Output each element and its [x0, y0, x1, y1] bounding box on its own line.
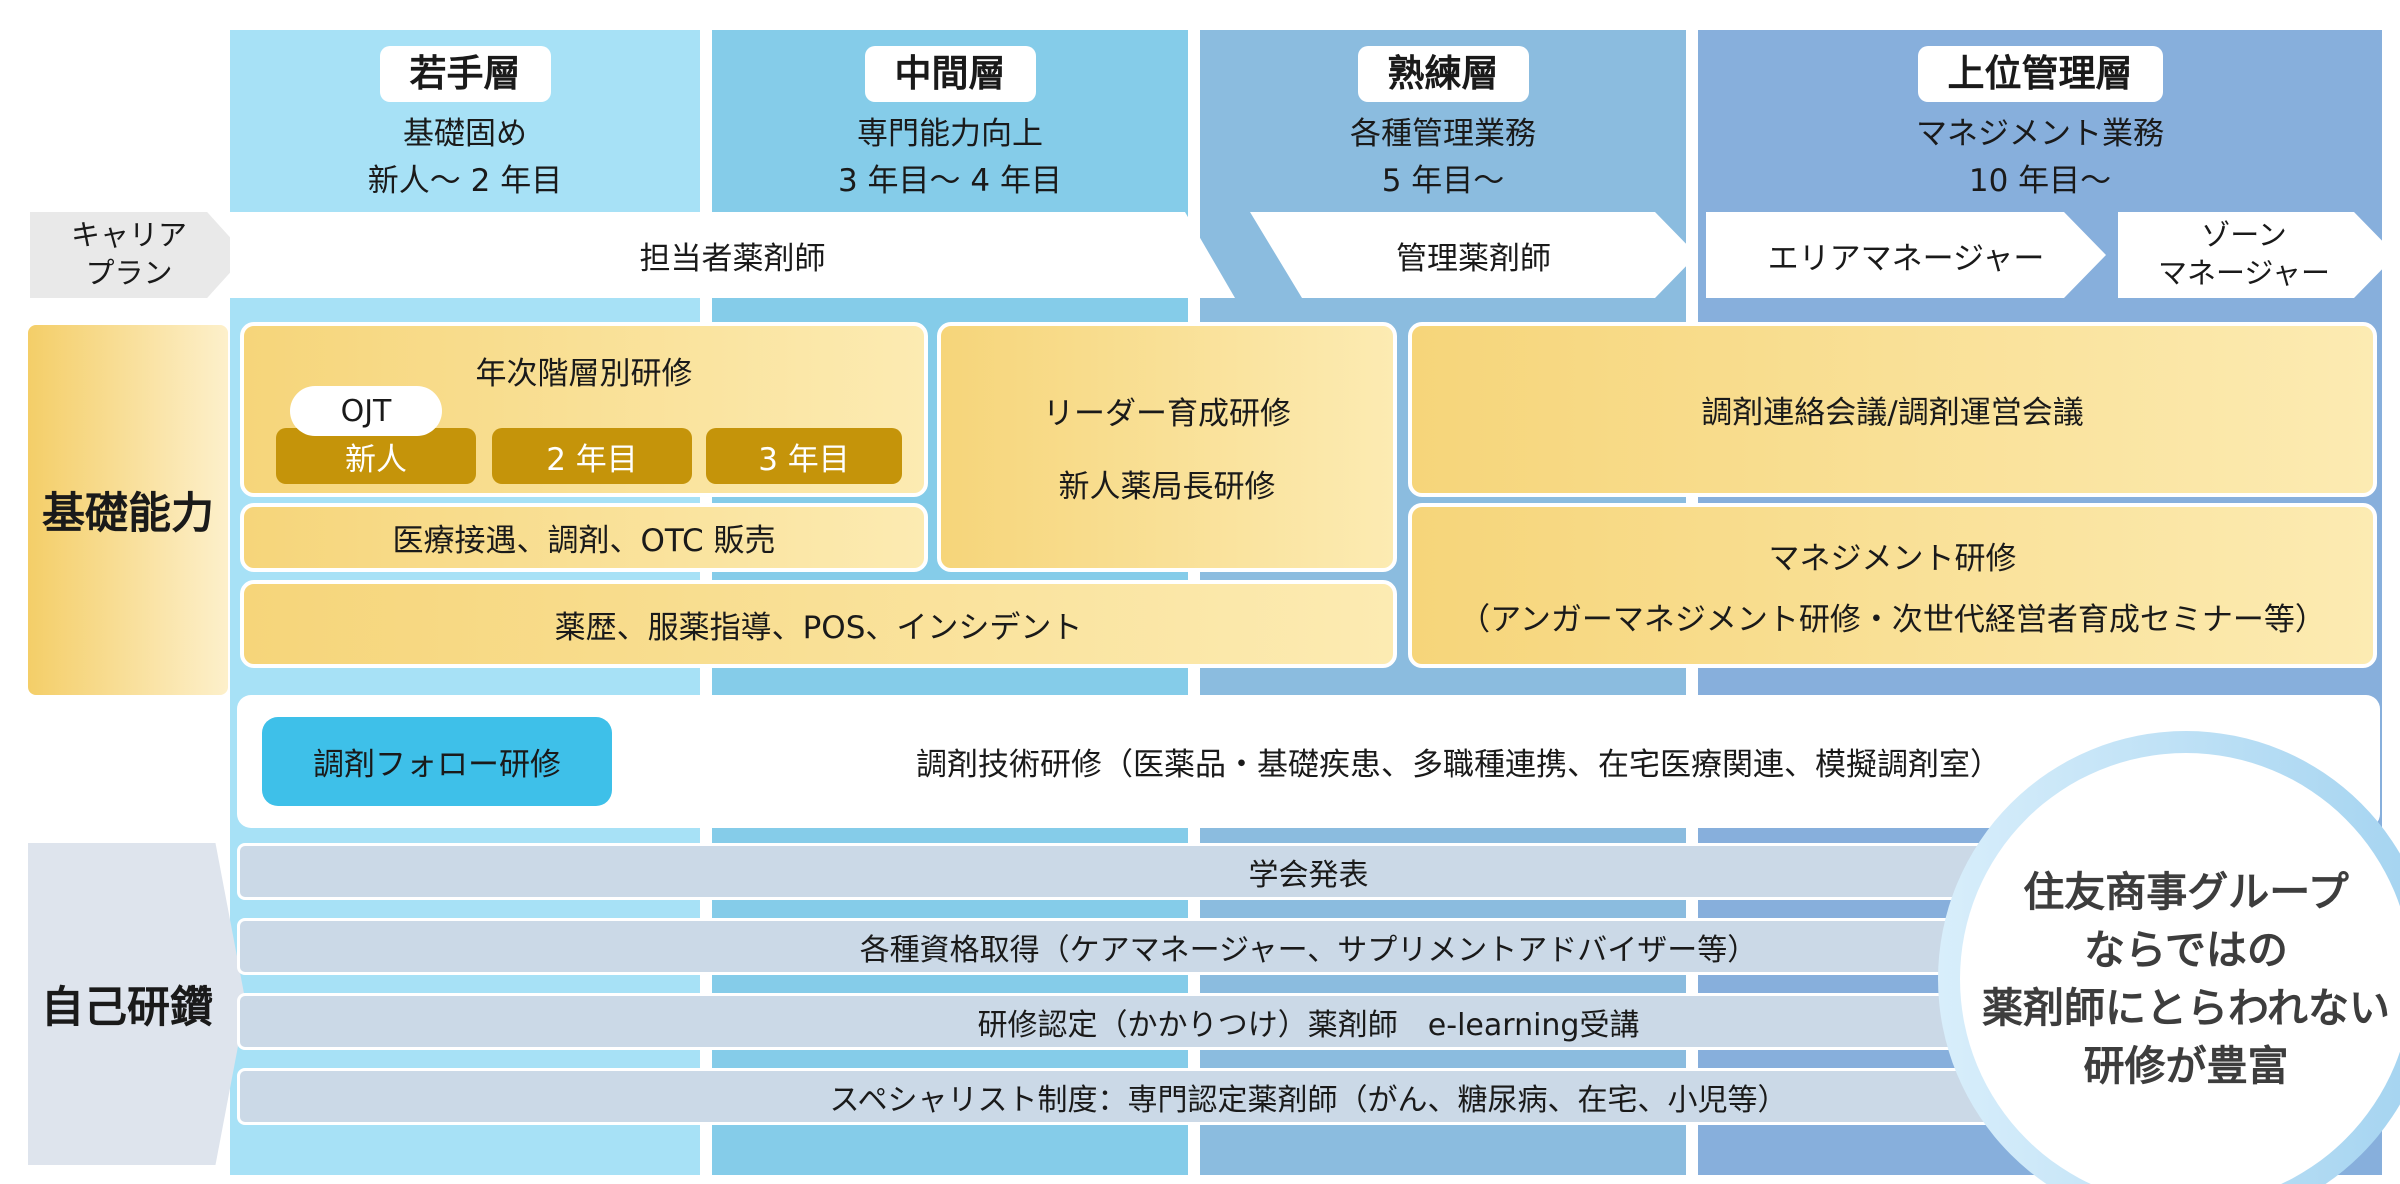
nenji-title: 年次階層別研修 [475, 356, 693, 392]
management-line2: （アンガーマネジメント研修・次世代経営者育成セミナー等） [1459, 601, 2326, 638]
box-iryou-setsugu: 医療接遇、調剤、OTC 販売 [240, 503, 928, 572]
chouzai-follow-kenshu-badge: 調剤フォロー研修 [262, 717, 612, 806]
circle-note-line3: 薬剤師にとらわれない [1982, 984, 2390, 1032]
career-stage-tantousha-yakuzaishi: 担当者薬剤師 [230, 212, 1235, 298]
tier-desc-line2: 5 年目〜 [1381, 163, 1505, 200]
tier-desc-line2: 新人〜 2 年目 [367, 163, 563, 200]
circle-note-line4: 研修が豊富 [2083, 1042, 2289, 1091]
career-stage-text: 管理薬剤師 [1396, 240, 1551, 277]
career-stage-text-line2: マネージャー [2158, 256, 2330, 290]
badge-shinjin: 新人 [276, 428, 476, 484]
career-stage-text: エリアマネージャー [1767, 240, 2045, 277]
career-stage-text: 担当者薬剤師 [639, 240, 826, 277]
section-label-kiso-nouryoku: 基礎能力 [28, 325, 228, 695]
box-nenji-kaisou-kenshu: 年次階層別研修 OJT 新人 2 年目 3 年目 [240, 322, 928, 497]
career-stage-text-line1: ゾーン [2201, 218, 2287, 253]
career-stage-kanri-yakuzaishi: 管理薬剤師 [1250, 212, 1697, 298]
box-leader-ikusei-kenshu: リーダー育成研修 新人薬局長研修 [937, 322, 1397, 572]
chouzai-gijutsu-text: 調剤技術研修（医薬品・基礎疾患、多職種連携、在宅医療関連、模擬調剤室） [916, 747, 2001, 783]
management-line1: マネジメント研修 [1768, 540, 2017, 577]
highlight-circle-note: 住友商事グループ ならではの 薬剤師にとらわれない 研修が豊富 [1938, 731, 2400, 1184]
tier-pill: 若手層 [379, 46, 551, 103]
tier-header-chukan: 中間層 専門能力向上 3 年目〜 4 年目 [712, 30, 1188, 200]
career-plan-label: キャリア プラン [30, 212, 246, 298]
tier-desc-line1: 各種管理業務 [1350, 116, 1536, 153]
tier-desc-line1: 専門能力向上 [857, 116, 1043, 153]
badge-2nenme: 2 年目 [492, 428, 692, 484]
tier-header-jukuren: 熟練層 各種管理業務 5 年目〜 [1200, 30, 1686, 200]
career-stage-area-manager: エリアマネージャー [1706, 212, 2106, 298]
circle-note-line2: ならではの [2084, 925, 2288, 974]
tier-desc-line1: マネジメント業務 [1916, 116, 2164, 153]
career-plan-label-line1: キャリア [70, 218, 187, 253]
box-chouzai-renraku-kaigi: 調剤連絡会議/調剤運営会議 [1408, 322, 2377, 497]
tier-header-wakate: 若手層 基礎固め 新人〜 2 年目 [230, 30, 700, 200]
career-plan-label-line2: プラン [85, 256, 173, 290]
section-label-jiko-kensan: 自己研鑽 [28, 843, 246, 1165]
box-yakureki: 薬歴、服薬指導、POS、インシデント [240, 580, 1397, 668]
tier-pill: 上位管理層 [1917, 46, 2163, 103]
tier-desc-line2: 10 年目〜 [1968, 163, 2112, 200]
leader-line1: リーダー育成研修 [1043, 396, 1291, 432]
leader-line2: 新人薬局長研修 [1058, 469, 1276, 505]
career-stage-zone-manager: ゾーン マネージャー [2118, 212, 2396, 298]
ojt-pill: OJT [290, 386, 442, 436]
circle-note-line1: 住友商事グループ [2023, 867, 2349, 916]
box-management-kenshu: マネジメント研修 （アンガーマネジメント研修・次世代経営者育成セミナー等） [1408, 503, 2377, 668]
tier-header-joui-kanri: 上位管理層 マネジメント業務 10 年目〜 [1698, 30, 2382, 200]
badge-3nenme: 3 年目 [706, 428, 902, 484]
tier-pill: 熟練層 [1357, 46, 1529, 103]
tier-desc-line1: 基礎固め [403, 116, 527, 153]
tier-desc-line2: 3 年目〜 4 年目 [837, 163, 1062, 200]
tier-pill: 中間層 [864, 46, 1036, 103]
